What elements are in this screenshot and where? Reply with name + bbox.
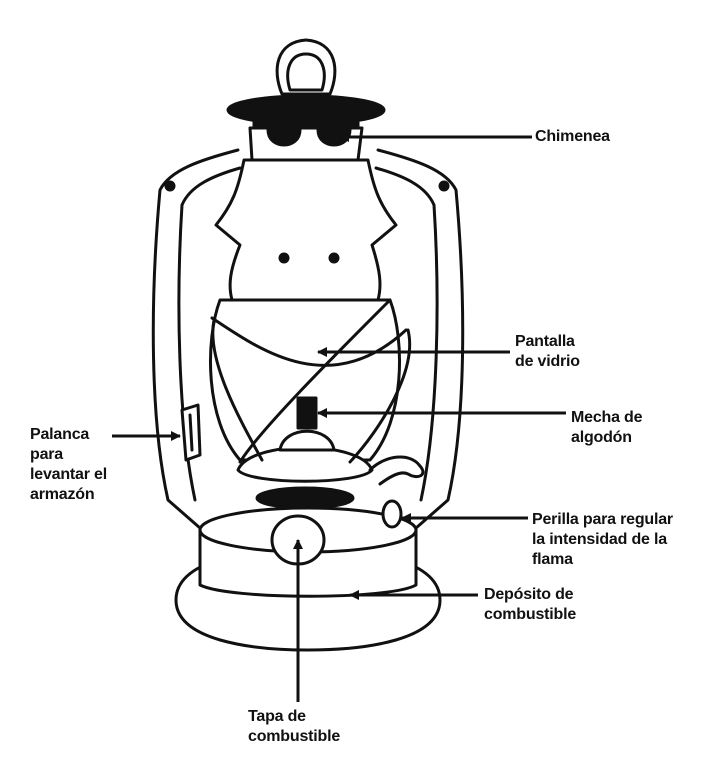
guard-frame-right <box>376 148 465 530</box>
label-mecha: Mecha de algodón <box>571 409 643 446</box>
label-chimenea: Chimenea <box>535 128 610 145</box>
frame-rivet-left <box>164 180 176 192</box>
lantern-drawing <box>151 38 465 652</box>
flame-knob <box>381 499 403 529</box>
chimney-body <box>214 158 398 302</box>
label-perilla: Perilla para regular la intensidad de la… <box>532 511 673 568</box>
label-tapa: Tapa de combustible <box>248 708 341 745</box>
knob-stem <box>368 455 425 486</box>
label-pantalla: Pantalla de vidrio <box>515 333 580 370</box>
label-deposito: Depósito de combustible <box>484 586 577 623</box>
wick <box>296 396 318 430</box>
leader-lines <box>112 132 566 702</box>
guard-frame-right-inner <box>374 166 439 502</box>
label-palanca: Palanca para levantar el armazón <box>30 426 107 503</box>
guard-frame-left <box>151 148 240 530</box>
burner-collar <box>255 486 355 510</box>
frame-rivet-right <box>438 180 450 192</box>
